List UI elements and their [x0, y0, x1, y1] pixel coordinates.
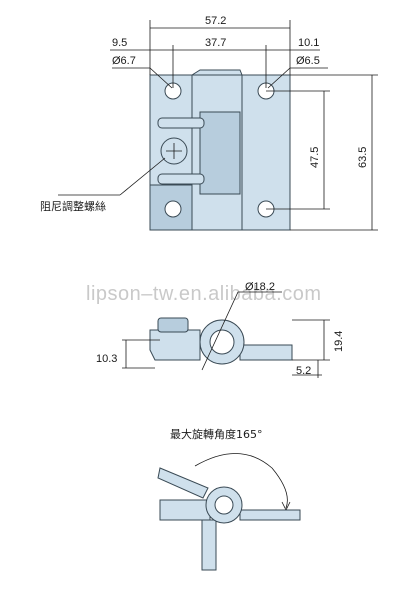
- screw-slot-top: [157, 117, 205, 129]
- rotation-knuckle-inner: [214, 495, 234, 515]
- dim-side-right-height: 19.4: [333, 331, 345, 352]
- dim-left-hole-dia: Ø6.7: [112, 55, 136, 67]
- top-tab: [190, 69, 243, 76]
- bottom-left-hole: [164, 200, 182, 218]
- dim-right-hole-dia: Ø6.5: [296, 55, 320, 67]
- base-leaf: [159, 499, 211, 521]
- side-left-leaf: [149, 329, 201, 361]
- side-right-leaf: [239, 344, 293, 361]
- side-view: Ø18.2 10.3 19.4 5.2: [96, 281, 345, 378]
- side-knuckle-inner: [209, 329, 235, 355]
- damping-screw-icon: [160, 137, 188, 165]
- knuckle-shade: [199, 111, 241, 195]
- watermark: lipson–tw.en.alibaba.com: [86, 283, 321, 305]
- right-flange: [239, 509, 301, 521]
- dim-leaf-thickness: 5.2: [296, 365, 311, 377]
- rotation-view: 最大旋轉角度165°: [157, 427, 301, 571]
- dim-hole-spacing: 37.7: [205, 37, 226, 49]
- rotation-arc: [194, 453, 288, 509]
- dim-right-offset: 10.1: [298, 37, 319, 49]
- dim-knuckle-dia: Ø18.2: [245, 281, 275, 293]
- screw-slot-bottom: [157, 173, 205, 185]
- label-damping-screw: 阻尼調整螺絲: [40, 199, 106, 213]
- dim-left-offset: 9.5: [112, 37, 127, 49]
- dim-hole-vertical: 47.5: [309, 147, 321, 168]
- dim-side-left-height: 10.3: [96, 353, 117, 365]
- side-cap: [157, 317, 189, 333]
- hanging-leaf: [201, 519, 217, 571]
- dim-overall-height: 63.5: [357, 147, 369, 168]
- label-max-rotation: 最大旋轉角度165°: [170, 427, 263, 441]
- dim-overall-width: 57.2: [205, 15, 226, 27]
- rotated-leaf: [157, 467, 209, 499]
- front-view: 57.2 9.5 37.7 10.1 Ø6.7 Ø6.5 47.5 63.5 阻…: [40, 15, 378, 231]
